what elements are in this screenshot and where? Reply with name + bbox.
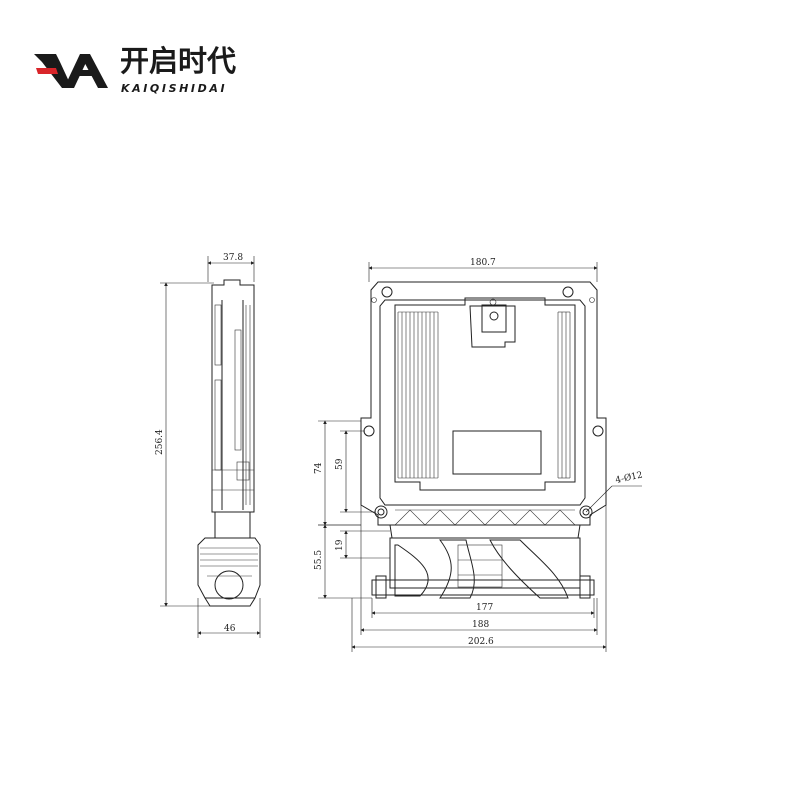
dim-width-188: 188 [472, 620, 489, 630]
dim-side-height: 256.4 [155, 429, 165, 455]
dim-front-height-74: 74 [314, 462, 324, 474]
brand-name-english: KAIQISHIDAI [121, 82, 228, 95]
brand-name-chinese: 开启时代 [120, 44, 237, 78]
brand-logo-icon [34, 54, 108, 88]
dim-hole-callout: 4-Ø12 [614, 469, 643, 485]
dim-front-height-19: 19 [335, 539, 345, 551]
front-view: 180.7 74 59 19 55.5 4-Ø12 177 [314, 258, 644, 652]
dim-side-connector-width: 46 [224, 624, 236, 634]
dim-front-top-width: 180.7 [470, 258, 496, 268]
dim-width-202-6: 202.6 [468, 637, 494, 647]
dim-front-height-59: 59 [335, 458, 345, 470]
dim-side-thickness: 37.8 [223, 253, 243, 263]
dim-front-height-55-5: 55.5 [314, 550, 324, 570]
side-view: 37.8 256.4 46 [155, 253, 261, 638]
dim-width-177: 177 [476, 603, 493, 613]
